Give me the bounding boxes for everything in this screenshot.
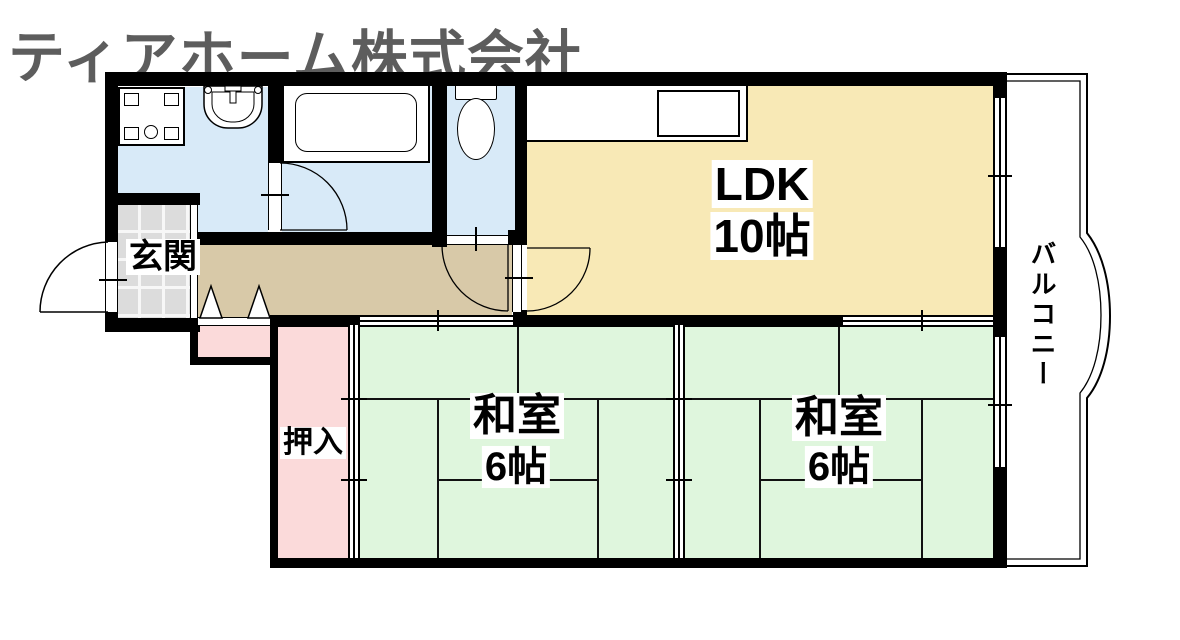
tatami-line	[838, 327, 840, 399]
window-ldk-balcony	[993, 98, 1007, 247]
tick-toilet-door	[475, 227, 477, 251]
window-tatami2-balcony	[993, 337, 1007, 467]
toilet-door-opening	[447, 235, 508, 245]
tick-sliding-door-1	[437, 310, 439, 331]
wall-washroom-hallway	[198, 232, 440, 245]
kitchen-sink	[657, 90, 740, 137]
step-triangles	[198, 283, 272, 319]
tick-fusuma	[341, 479, 367, 481]
tatami-line	[517, 327, 519, 399]
wall-hall-tatami	[270, 315, 360, 327]
entrance-step-floor	[198, 325, 270, 357]
label-balcony: バルコニー	[1027, 240, 1057, 390]
tatami-line	[437, 398, 439, 558]
label-tatami2-size: 6帖	[804, 446, 874, 488]
wall-closet-left	[270, 317, 278, 558]
wall-stepbox-bottom	[190, 357, 278, 365]
label-entrance: 玄関	[126, 239, 200, 275]
wall-toilet-ldk	[515, 72, 527, 230]
label-tatami2-name: 和室	[792, 395, 886, 441]
bathroom-door-opening	[268, 163, 282, 230]
toilet-bowl	[457, 98, 495, 160]
tatami-line	[921, 398, 923, 558]
wall-bathroom-toilet	[432, 72, 447, 247]
wall-entrance-top	[105, 193, 200, 205]
label-closet: 押入	[280, 427, 346, 459]
label-tatami1-name: 和室	[470, 393, 564, 439]
toilet-door-swing	[441, 244, 509, 312]
tick-tatami2-window	[988, 404, 1012, 406]
label-ldk-name: LDK	[711, 160, 813, 208]
tick-fusuma	[666, 398, 692, 400]
wall-corner-block	[508, 230, 527, 245]
fusuma-tatami1-tatami2	[673, 325, 685, 558]
tick-sliding-door-2	[921, 310, 923, 331]
label-ldk-size: 10帖	[710, 212, 814, 260]
bathroom-door-swing	[279, 162, 348, 231]
hallway-floor	[198, 245, 512, 317]
wall-ldk-tatami	[513, 315, 843, 327]
tick-ldk-door	[505, 277, 533, 279]
wall-stepbox-left	[190, 317, 198, 365]
wall-bottom	[270, 558, 1007, 568]
bathtub	[282, 82, 430, 163]
ldk-door-swing	[526, 247, 591, 312]
tick-bathroom-door	[261, 194, 289, 196]
tatami-line	[759, 398, 761, 558]
washbasin	[203, 85, 263, 129]
tatami-line	[597, 398, 599, 558]
front-door-opening	[105, 242, 118, 312]
wall-top	[105, 72, 1007, 86]
label-tatami1-size: 6帖	[481, 446, 551, 488]
washing-machine-pan	[118, 87, 185, 146]
step-opening	[198, 317, 270, 326]
tick-ldk-window	[988, 175, 1012, 177]
sliding-door-ldk-tatami2	[843, 315, 993, 327]
front-door-swing	[39, 241, 109, 313]
drain-icon	[144, 125, 158, 139]
tick-front-door	[99, 279, 127, 281]
fusuma-closet-tatami1	[348, 325, 360, 558]
tick-fusuma	[341, 398, 367, 400]
balcony-outline	[1007, 73, 1112, 567]
wall-washroom-bathroom	[268, 72, 282, 163]
wall-entrance-bottom	[105, 318, 200, 332]
sliding-door-hall-tatami1	[360, 315, 513, 327]
tatami-room1-floor	[360, 327, 673, 558]
tick-fusuma	[666, 479, 692, 481]
